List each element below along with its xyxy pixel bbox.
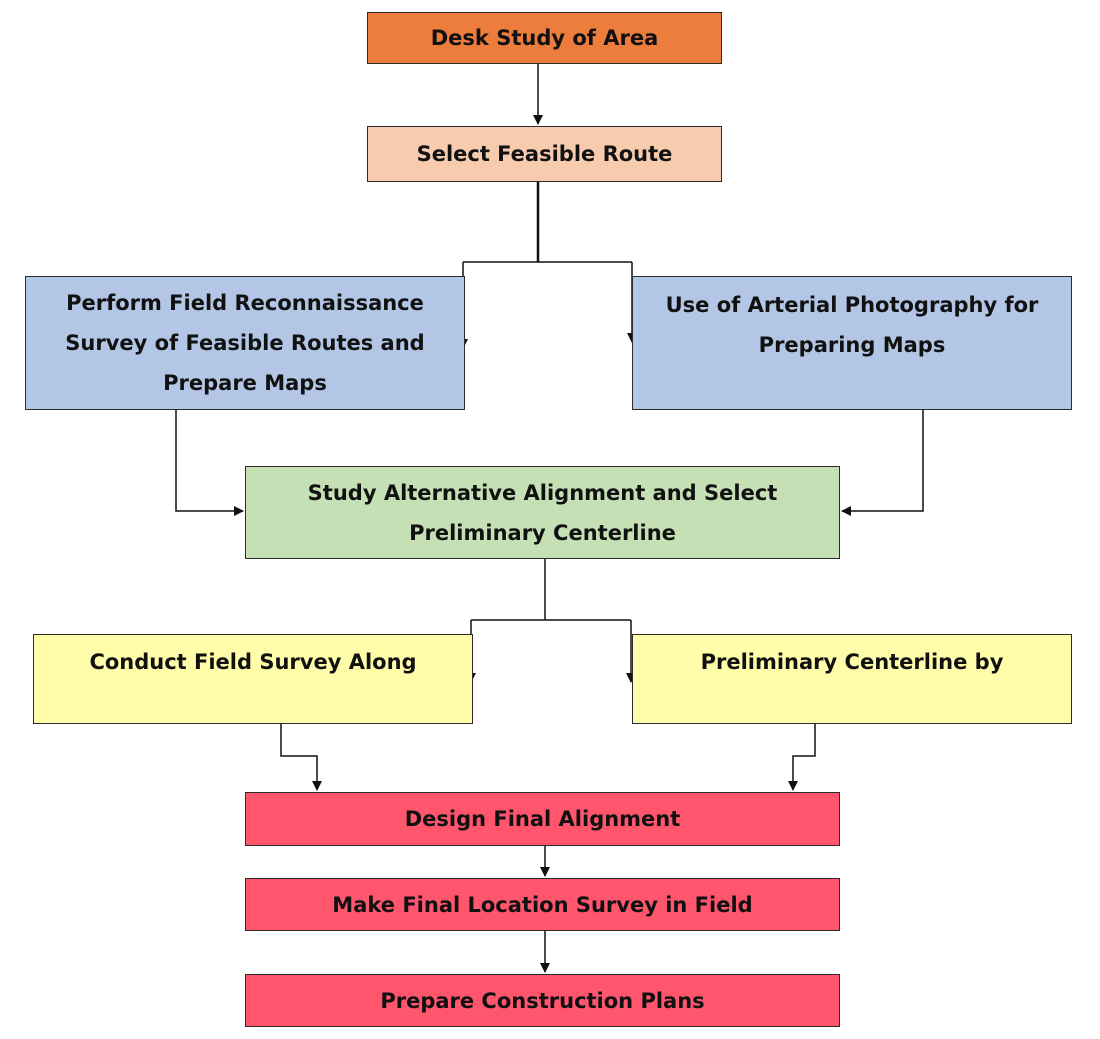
arrow-prelim-to-design	[788, 724, 816, 791]
study-alignment-text: Study Alternative Alignment and Select P…	[308, 473, 778, 553]
field-survey-label: Conduct Field Survey Along	[89, 650, 417, 674]
prelim-centerline-box: Preliminary Centerline by	[632, 634, 1072, 724]
desk-study-box: Desk Study of Area	[367, 12, 722, 64]
final-location-box: Make Final Location Survey in Field	[245, 878, 840, 931]
field-recon-line-2: Survey of Feasible Routes and	[65, 331, 425, 355]
field-recon-line-1: Perform Field Reconnaissance	[66, 291, 424, 315]
arrow-recon-to-study	[175, 410, 244, 516]
aerial-photo-box: Use of Arterial Photography for Preparin…	[632, 276, 1072, 410]
prelim-centerline-label: Preliminary Centerline by	[700, 650, 1004, 674]
desk-study-label: Desk Study of Area	[430, 26, 659, 50]
arrow-field-survey-to-design	[280, 724, 322, 791]
arrow-aerial-to-study	[841, 410, 924, 516]
aerial-photo-line-1: Use of Arterial Photography for	[665, 293, 1039, 317]
study-alignment-line-2: Preliminary Centerline	[409, 520, 676, 545]
field-survey-box: Conduct Field Survey Along	[33, 634, 473, 724]
final-location-label: Make Final Location Survey in Field	[332, 892, 753, 917]
select-route-box: Select Feasible Route	[367, 126, 722, 182]
study-alignment-line-1: Study Alternative Alignment and Select	[307, 480, 778, 505]
aerial-photo-text: Use of Arterial Photography for Preparin…	[666, 285, 1039, 365]
field-recon-box: Perform Field Reconnaissance Survey of F…	[25, 276, 465, 410]
field-recon-text: Perform Field Reconnaissance Survey of F…	[65, 283, 424, 403]
study-alignment-box: Study Alternative Alignment and Select P…	[245, 466, 840, 559]
select-route-label: Select Feasible Route	[416, 142, 673, 166]
design-final-box: Design Final Alignment	[245, 792, 840, 846]
aerial-photo-line-2: Preparing Maps	[758, 333, 946, 357]
construction-plans-box: Prepare Construction Plans	[245, 974, 840, 1027]
construction-plans-label: Prepare Construction Plans	[380, 988, 705, 1013]
design-final-label: Design Final Alignment	[404, 807, 681, 831]
field-recon-line-3: Prepare Maps	[163, 371, 327, 395]
